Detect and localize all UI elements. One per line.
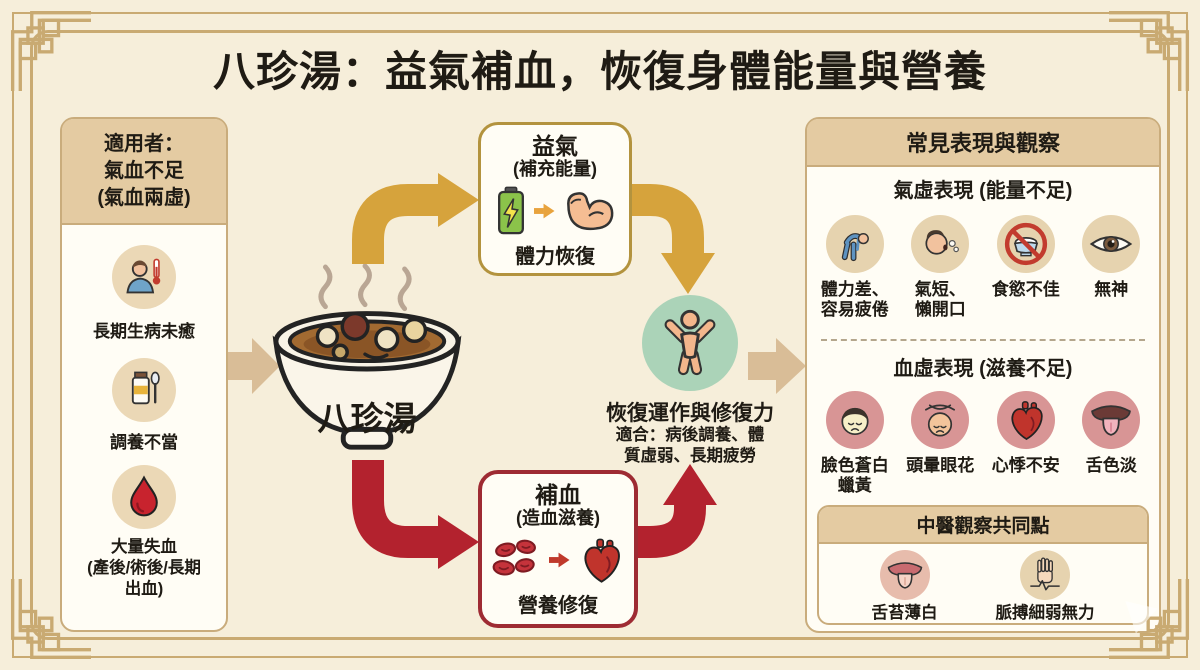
- dull-eye-icon: [1082, 215, 1141, 273]
- arrow-blood-box-to-person: [633, 464, 717, 558]
- tonic-bottle-spoon-icon: [112, 358, 176, 422]
- tcm-item: 脈搏細弱無力: [995, 550, 1095, 623]
- qi-symptom-row: 體力差、 容易疲倦 氣短、 懶開口: [812, 215, 1154, 321]
- arrow-bowl-to-blood-box: [352, 460, 479, 569]
- symptom-label: 氣短、 懶開口: [914, 280, 966, 320]
- battery-icon: [498, 186, 524, 235]
- blood-box: 補血 (造血滋養): [478, 470, 638, 628]
- symptom-item: 食慾不佳: [983, 215, 1069, 321]
- pale-tongue-icon: [1082, 391, 1141, 449]
- symptom-item: 無神: [1069, 215, 1155, 321]
- recovered-person-icon: [642, 295, 738, 391]
- short-breath-icon: [911, 215, 970, 273]
- symptom-label: 無神: [1094, 280, 1129, 299]
- observations-panel: 常見表現與觀察 氣虛表現 (能量不足) 體力差、 容易: [805, 117, 1161, 633]
- red-blood-cells-icon: [492, 539, 536, 576]
- muscle-arm-icon: [567, 192, 614, 231]
- corner-ornament-icon: [10, 10, 91, 91]
- heart-icon: [584, 538, 620, 583]
- tcm-item-label: 舌苔薄白: [871, 604, 938, 622]
- observations-header: 常見表現與觀察: [807, 119, 1159, 167]
- tcm-box-header: 中醫觀察共同點: [819, 507, 1147, 544]
- small-arrow-icon: [549, 552, 570, 568]
- arrow-person-to-right-panel: [748, 338, 806, 394]
- corner-ornament-icon: [10, 579, 91, 660]
- steam-icon: [318, 264, 412, 312]
- symptom-item: 臉色蒼白 蠟黃: [812, 391, 898, 497]
- fatigued-person-icon: [825, 215, 884, 273]
- page-title: 八珍湯：益氣補血，恢復身體能量與營養: [212, 48, 987, 95]
- corner-ornament-icon: [1109, 10, 1190, 91]
- outcome-title: 恢復運作與修復力: [606, 402, 774, 425]
- blood-drop-icon: [112, 465, 176, 529]
- applicable-users-panel: 適用者： 氣血不足 (氣血兩虛) 長期生病未癒 調養不當: [60, 117, 228, 632]
- symptom-label: 舌色淡: [1085, 456, 1137, 475]
- sick-person-thermometer-icon: [112, 245, 176, 309]
- qi-box-caption: 體力恢復: [515, 245, 595, 268]
- blood-section-title: 血虛表現 (滋養不足): [893, 358, 1073, 380]
- symptom-label: 體力差、 容易疲倦: [820, 280, 889, 320]
- symptom-label: 心悸不安: [991, 456, 1060, 475]
- symptom-label: 臉色蒼白 蠟黃: [820, 456, 889, 496]
- symptom-item: 體力差、 容易疲倦: [812, 215, 898, 321]
- left-item-label: 調養不當: [110, 433, 178, 452]
- tcm-item-label: 脈搏細弱無力: [995, 604, 1095, 622]
- no-appetite-icon: [996, 215, 1055, 273]
- left-item-label: 大量失血 (產後/術後/長期 出血): [87, 538, 201, 599]
- section-divider: [821, 339, 1145, 341]
- arrow-qi-box-to-person: [627, 184, 715, 294]
- soup-bowl-icon: [272, 264, 462, 450]
- qi-box-title: 益氣: [532, 133, 578, 159]
- arrow-bowl-to-qi-box: [352, 173, 479, 264]
- symptom-label: 頭暈眼花: [906, 456, 975, 475]
- tcm-common-points-box: 中醫觀察共同點 舌苔薄白: [817, 505, 1149, 625]
- tcm-item: 舌苔薄白: [871, 550, 938, 623]
- applicable-users-header: 適用者： 氣血不足 (氣血兩虛): [62, 119, 226, 225]
- blood-symptom-row: 臉色蒼白 蠟黃 頭暈眼花: [812, 391, 1154, 497]
- symptom-item: 頭暈眼花: [898, 391, 984, 497]
- qi-box: 益氣 (補充能量) 體力恢復: [478, 122, 632, 276]
- blood-box-subtitle: (造血滋養): [516, 508, 600, 529]
- symptom-label: 食慾不佳: [991, 280, 1060, 299]
- symptom-item: 心悸不安: [983, 391, 1069, 497]
- qi-section-title: 氣虛表現 (能量不足): [893, 180, 1073, 202]
- blood-box-caption: 營養修復: [518, 594, 598, 617]
- pale-face-icon: [825, 391, 884, 449]
- outcome-subtitle: 適合：病後調養、體 質虛弱、長期疲勞: [615, 426, 765, 466]
- weak-pulse-hand-icon: [1020, 550, 1070, 600]
- tongue-coating-icon: [879, 550, 930, 600]
- heart-icon: [996, 391, 1055, 449]
- blood-box-title: 補血: [535, 482, 581, 508]
- qi-box-subtitle: (補充能量): [513, 159, 597, 180]
- symptom-item: 舌色淡: [1069, 391, 1155, 497]
- bowl-label: 八珍湯: [317, 400, 417, 437]
- left-item-label: 長期生病未癒: [93, 322, 195, 341]
- small-arrow-icon: [534, 203, 555, 219]
- dizzy-head-icon: [911, 391, 970, 449]
- symptom-item: 氣短、 懶開口: [898, 215, 984, 321]
